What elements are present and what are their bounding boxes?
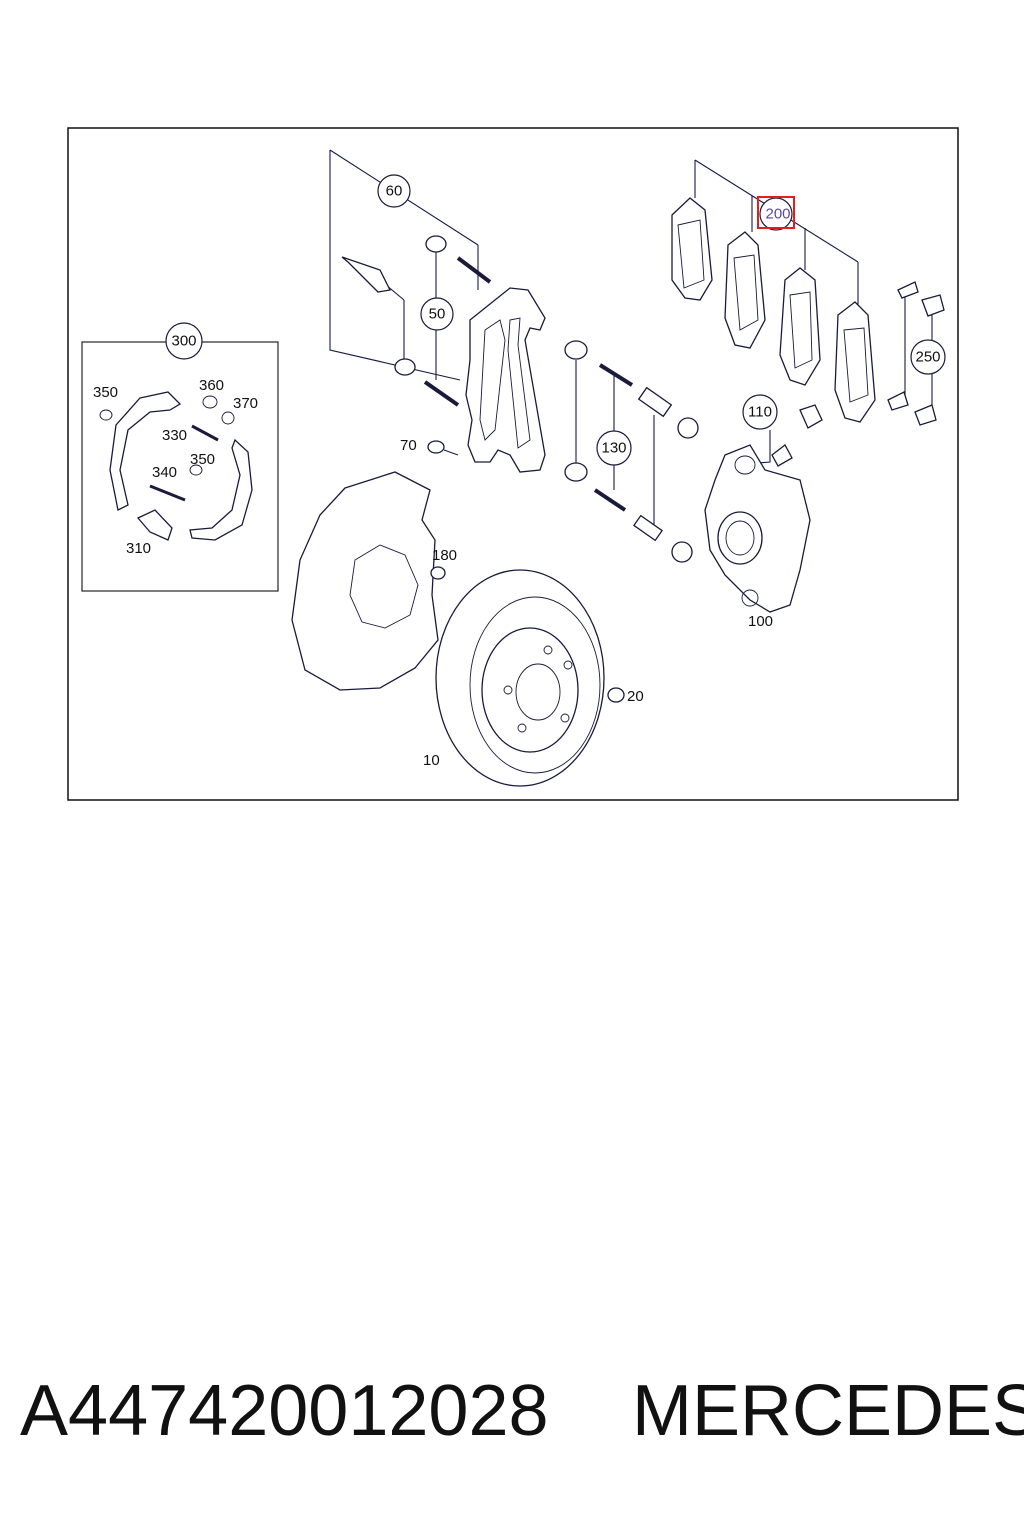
callout-250-label: 250	[915, 349, 940, 366]
product-caption: A447420012028 MERCEDES	[0, 1370, 1024, 1470]
caliper-carrier	[465, 287, 546, 473]
label-330: 330	[162, 427, 187, 444]
label-340: 340	[152, 464, 177, 481]
callout-300-label: 300	[171, 333, 196, 350]
highlight-box	[757, 196, 795, 229]
label-100: 100	[748, 613, 773, 630]
guide-pins-60	[341, 235, 492, 456]
dust-shield	[291, 471, 439, 691]
label-370: 370	[233, 395, 258, 412]
callout-50-label: 50	[429, 306, 446, 323]
callout-130-label: 130	[601, 440, 626, 457]
brand-name: MERCEDES	[632, 1371, 1024, 1451]
callout-200-label: 200	[765, 206, 790, 223]
bleed-screw	[771, 404, 823, 467]
callout-130: 130	[596, 430, 632, 466]
label-350-top: 350	[93, 384, 118, 401]
label-20: 20	[627, 688, 644, 705]
callout-60-label: 60	[386, 183, 403, 200]
callout-110-label: 110	[748, 404, 772, 421]
label-70: 70	[400, 437, 417, 454]
callout-200-highlighted[interactable]: 200	[757, 196, 795, 231]
diagram-frame	[67, 127, 959, 801]
caliper-housing	[704, 444, 811, 613]
guide-bolts-130	[564, 340, 699, 563]
label-180: 180	[432, 547, 457, 564]
label-360: 360	[199, 377, 224, 394]
part-number: A447420012028	[20, 1371, 549, 1451]
label-10: 10	[423, 752, 440, 769]
label-350-bottom: 350	[190, 451, 215, 468]
callout-250: 250	[910, 339, 946, 375]
callout-60: 60	[377, 174, 411, 208]
parking-brake-shoes	[99, 391, 253, 541]
group-lines-200	[694, 159, 859, 305]
brake-disc	[435, 569, 605, 787]
callout-50: 50	[420, 297, 454, 331]
callout-300: 300	[165, 322, 203, 360]
brake-pads	[671, 197, 876, 423]
label-310: 310	[126, 540, 151, 557]
callout-110: 110	[742, 394, 778, 430]
small-bolts	[430, 566, 625, 703]
pad-clips	[887, 281, 945, 426]
